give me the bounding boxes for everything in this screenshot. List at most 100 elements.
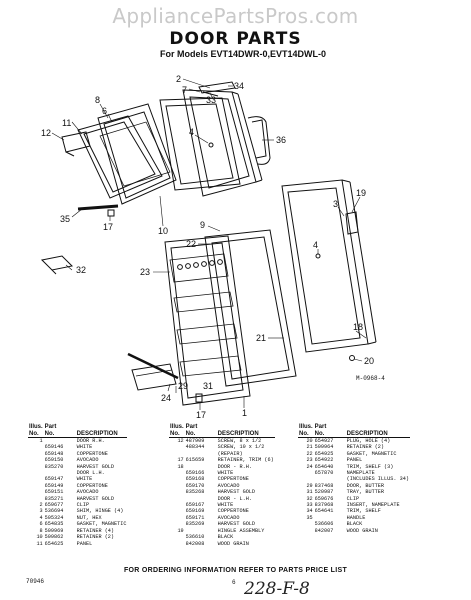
part-description: HANDLE [346,514,366,521]
ordering-footer: FOR ORDERING INFORMATION REFER TO PARTS … [123,567,348,574]
part-description: CLIP [76,502,90,509]
part-number: 659171 [185,514,205,521]
part-description: INSERT, NAMEPLATE [346,502,400,509]
callout-1: 1 [242,408,247,418]
illus-number: 31 [306,489,313,496]
part-number: 835269 [185,521,205,528]
callout-35: 35 [60,214,70,224]
illus-number: 19 [177,527,184,534]
part-description: BLACK [346,521,363,528]
trim-retainer [195,393,203,403]
part-number: 659169 [185,508,205,515]
part-description: GASKET, MAGNETIC [346,450,397,457]
watermark: AppliancePartsPros.com [112,4,359,28]
callout-7: 7 [182,85,187,95]
part-description: WHITE [217,502,234,509]
part-number: 659170 [185,482,205,489]
part-description: COPPERTONE [217,476,249,483]
header-illus: Illus. [170,424,184,430]
part-description: NAMEPLATE [346,470,375,477]
table-row: 19 HINGLE ASSEMBLY [169,528,275,534]
part-number: 654641 [314,508,334,515]
illus-number: 12 [177,438,184,444]
part-number: 536606 [314,521,334,528]
part-description: PANEL [76,540,93,547]
part-description: HINGLE ASSEMBLY [217,527,265,534]
part-number: 659168 [185,476,205,483]
part-number: 659150 [44,457,64,464]
part-number: 654640 [314,463,334,470]
illus-number: 22 [306,450,313,457]
callout-20: 20 [364,356,374,366]
part-description: PLUG, HOLE (4) [346,438,391,444]
part-description: BLACK [217,534,234,541]
table-row: 536606 BLACK [298,521,410,527]
callout-32: 32 [76,265,86,275]
page-subtitle: For Models EVT14DWR-0,EVT14DWL-0 [160,49,327,59]
table-row: (INCLUDES ILLUS. 34) [298,476,410,482]
part-description: TRIM, SHELF (3) [346,463,394,470]
header-no: No. [298,430,314,438]
document-code: 70946 [26,578,45,585]
illus-number: 8 [39,527,43,534]
illus-number: 11 [36,540,43,547]
illus-number: 32 [306,495,313,502]
part-number: 536694 [44,508,64,515]
part-number: 842007 [314,527,334,534]
part-description: AVOCADO [76,457,99,464]
callout-6: 6 [102,106,107,116]
header-no: No. [43,430,76,438]
callout-23: 23 [140,267,150,277]
freezer-gasket [159,97,241,191]
illus-number: 29 [306,482,313,489]
table-row: 659168 COPPERTONE [169,476,275,482]
callout-17a: 17 [103,222,113,232]
freezer-door [182,89,263,197]
table-row: DOOR - L.H. [169,496,275,502]
freezer-liner [97,103,177,205]
illus-number: 23 [306,457,313,464]
part-number: 654927 [314,438,334,444]
callout-11: 11 [62,118,71,128]
page-number: 6 [232,579,236,586]
part-description: WOOD GRAIN [217,540,249,547]
part-description: DOOR - R.H. [217,463,252,470]
callout-17b: 17 [196,410,206,420]
callout-31: 31 [203,381,213,391]
part-number: 659148 [44,450,64,457]
leader-lines [51,78,367,410]
callout-10: 10 [158,226,168,236]
part-description: DOOR, BUTTER [346,482,385,489]
callout-3: 3 [333,199,338,209]
part-description: GASKET, MAGNETIC [76,521,127,528]
illus-number: 17 [177,457,184,464]
part-number: 842008 [185,540,205,547]
part-description: HARVEST GOLD [217,521,256,528]
part-number: 520987 [314,489,334,496]
butter-clip [40,255,74,275]
part-number: 659166 [185,470,205,477]
part-description: COPPERTONE [217,508,249,515]
part-description: DOOR L.H. [76,470,105,477]
part-number: 659167 [185,502,205,509]
callout-29: 29 [178,381,188,391]
